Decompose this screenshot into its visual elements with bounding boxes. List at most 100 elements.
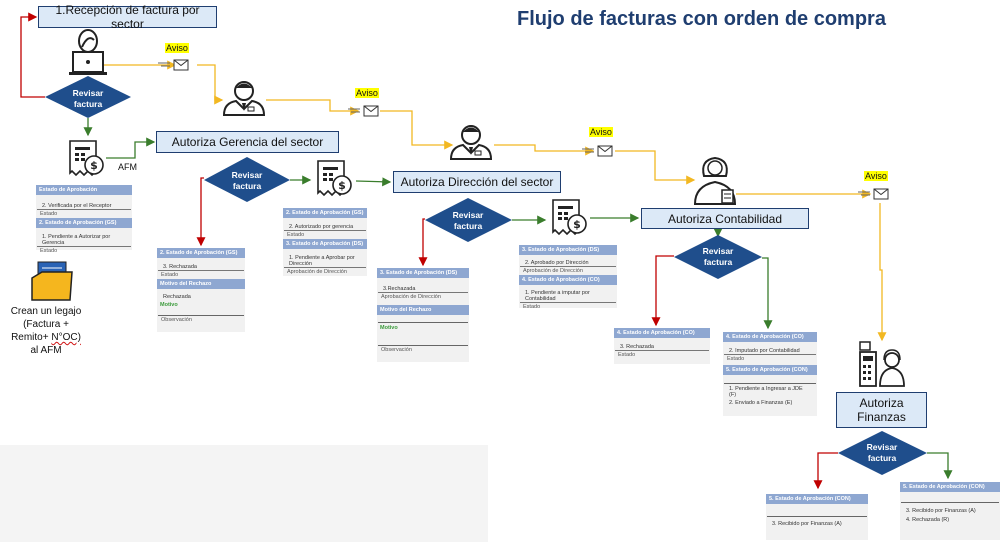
status-panel-7: 4. Estado de Aprobación (CO) 2. Imputado… <box>723 332 817 416</box>
aviso-label: Aviso <box>165 43 189 53</box>
panel-field-label: Estado <box>37 209 131 218</box>
panel-divider <box>378 322 468 323</box>
reject-arrow-2 <box>418 218 428 267</box>
panel-header: 2. Estado de Aprobación (GS) <box>36 218 132 228</box>
box-finanzas-line2: Finanzas <box>857 410 906 424</box>
svg-text:factura: factura <box>74 99 103 109</box>
decision-diamond-3: Revisar factura <box>425 198 512 242</box>
svg-text:Revisar: Revisar <box>73 88 104 98</box>
aviso-label: Aviso <box>864 171 888 181</box>
panel-green-label: Motivo <box>380 325 398 331</box>
panel-value: 3.Rechazada <box>383 286 416 292</box>
legajo-line4: al AFM <box>30 345 62 356</box>
panel-value: 1. Pendiente a Autorizar por Gerencia <box>42 234 111 246</box>
flow-arrow-9 <box>927 452 953 480</box>
reject-arrow-1 <box>196 177 206 247</box>
legajo-text: Crean un legajo (Factura + Remito+ N°OC)… <box>2 305 90 357</box>
panel-field-label: Aprobación de Dirección <box>520 266 616 275</box>
status-panel-3: 2. Estado de Aprobación (GS) 2. Autoriza… <box>283 208 367 276</box>
status-panel-5: 3. Estado de Aprobación (DS) 2. Aprobado… <box>519 245 617 311</box>
invoice-dollar-icon <box>317 160 352 196</box>
invoice-dollar-icon <box>552 199 587 235</box>
box-recepcion: 1.Recepción de factura por sector <box>38 3 217 31</box>
decision-diamond-4: Revisar factura <box>674 235 762 279</box>
box-direccion: Autoriza Dirección del sector <box>393 171 561 193</box>
panel-value: 2. Autorizado por gerencia <box>289 224 354 230</box>
box-contabilidad: Autoriza Contabilidad <box>641 208 809 229</box>
panel-value: 4. Rechazada (R) <box>906 517 950 523</box>
box-gerencia: Autoriza Gerencia del sector <box>156 131 339 153</box>
panel-value: 2. Aprobado por Dirección <box>525 260 589 266</box>
panel-header: 5. Estado de Aprobación (CON) <box>900 482 1000 492</box>
panel-value: 2. Imputado por Contabilidad <box>729 348 800 354</box>
panel-field-label: Estado <box>37 246 131 255</box>
page-title: Flujo de facturas con orden de compra <box>517 8 886 30</box>
svg-text:Revisar: Revisar <box>867 442 898 452</box>
panel-header: 3. Estado de Aprobación (DS) <box>377 268 469 278</box>
panel-value: 1. Pendiente a imputar por Contabilidad <box>525 290 590 302</box>
flow-arrow-4 <box>355 177 392 187</box>
panel-divider <box>378 345 468 346</box>
panel-header: Estado de Aprobación <box>36 185 132 195</box>
aviso-arrow-3 <box>266 99 360 116</box>
panel-value: 3. Recibido por Finanzas (A) <box>906 508 976 514</box>
panel-divider <box>901 502 999 503</box>
legajo-line2: (Factura + <box>23 319 69 330</box>
decision-diamond-2: Revisar factura <box>204 157 290 202</box>
panel-value: 2. Enviado a Finanzas (E) <box>729 400 793 406</box>
svg-text:factura: factura <box>704 257 733 267</box>
reject-arrow-4 <box>813 452 838 490</box>
panel-header: 4. Estado de Aprobación (CO) <box>723 332 817 342</box>
panel-divider <box>158 315 244 316</box>
panel-header: 3. Estado de Aprobación (DS) <box>519 245 617 255</box>
status-panel-4: 3. Estado de Aprobación (DS) 3.Rechazada… <box>377 268 469 362</box>
legajo-line3: Remito+ N°OC) <box>2 331 90 344</box>
panel-header: 4. Estado de Aprobación (CO) <box>614 328 710 338</box>
panel-header: Motivo del Rechazo <box>377 305 469 315</box>
afm-label: AFM <box>118 162 137 172</box>
box-finanzas: Autoriza Finanzas <box>836 392 927 428</box>
flow-arrow-2 <box>106 137 156 159</box>
panel-field-label: Observación <box>381 347 412 353</box>
status-panel-6: 4. Estado de Aprobación (CO) 3. Rechazad… <box>614 328 710 364</box>
status-panel-2: 2. Estado de Aprobación (GS) 3. Rechazad… <box>157 248 245 332</box>
panel-header: 3. Estado de Aprobación (DS) <box>283 239 367 249</box>
panel-divider <box>724 383 816 384</box>
panel-header: Motivo del Rechazo <box>157 279 245 289</box>
footer-block <box>0 445 488 542</box>
svg-text:Revisar: Revisar <box>232 170 263 180</box>
panel-header: 4. Estado de Aprobación (CO) <box>519 275 617 285</box>
laptop-user-icon <box>69 29 107 75</box>
reject-arrow-3 <box>651 255 674 327</box>
businessman-icon <box>223 81 265 116</box>
panel-value: 2. Verificada por el Receptor <box>42 203 112 209</box>
aviso-arrow-2 <box>197 64 224 105</box>
status-panel-9: 5. Estado de Aprobación (CON) 3. Recibid… <box>900 482 1000 540</box>
panel-field-label: Estado <box>724 354 816 363</box>
panel-value: 3. Rechazada <box>620 344 654 350</box>
headset-finance-icon <box>879 349 905 387</box>
decision-diamond-1: Revisar factura <box>45 76 131 118</box>
aviso-arrow-6 <box>615 150 696 185</box>
cashier-icon <box>859 341 877 387</box>
invoice-dollar-icon <box>69 140 104 176</box>
panel-header: 5. Estado de Aprobación (CON) <box>766 494 868 504</box>
panel-value: 1. Pendiente a Aprobar por Dirección <box>289 255 355 267</box>
panel-value: 3. Recibido por Finanzas (A) <box>772 521 842 527</box>
businessman-icon <box>693 156 737 205</box>
decision-diamond-5: Revisar factura <box>838 431 927 475</box>
legajo-line3b: N°OC) <box>51 332 81 343</box>
svg-text:factura: factura <box>233 181 262 191</box>
panel-field-label: Aprobación de Dirección <box>284 267 366 276</box>
panel-value: 1. Pendiente a Ingresar a JDE (F) <box>729 386 803 398</box>
aviso-arrow-5 <box>494 144 595 156</box>
panel-field-label: Estado <box>615 350 709 359</box>
aviso-label: Aviso <box>355 88 379 98</box>
svg-text:factura: factura <box>454 221 483 231</box>
folder-icon <box>31 261 73 301</box>
aviso-arrow-8 <box>877 203 887 342</box>
panel-field-label: Aprobación de Dirección <box>378 292 468 301</box>
panel-value: Rechazada <box>163 294 191 300</box>
panel-field-label: Estado <box>520 302 616 311</box>
aviso-label: Aviso <box>589 127 613 137</box>
